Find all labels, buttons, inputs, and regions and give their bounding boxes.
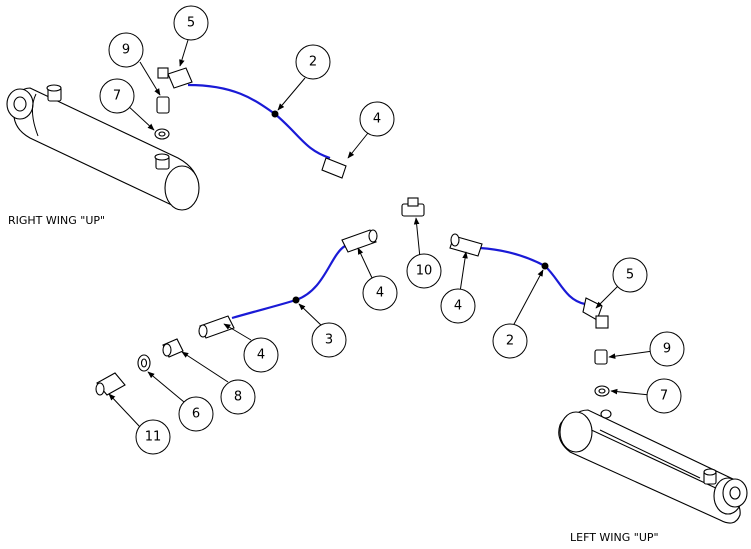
fitting-11 xyxy=(95,372,141,428)
callout-label: 8 xyxy=(234,390,242,405)
fitting-9-right xyxy=(594,349,654,365)
callout-label: 5 xyxy=(626,268,634,283)
callout-label: 3 xyxy=(325,333,333,348)
fitting-9-top xyxy=(139,61,170,114)
left-wing-cylinder xyxy=(558,409,748,524)
callout-4-middle: 4 xyxy=(362,275,398,311)
left-wing-caption: LEFT WING "UP" xyxy=(570,531,659,544)
callout-5-top: 5 xyxy=(173,5,209,41)
right-wing-cylinder xyxy=(6,84,200,211)
callout-label: 4 xyxy=(454,299,462,314)
callout-label: 6 xyxy=(192,407,200,422)
callout-8: 8 xyxy=(220,379,256,415)
callout-7-right: 7 xyxy=(646,378,682,414)
callout-label: 5 xyxy=(187,16,195,31)
tee-fitting xyxy=(401,197,425,259)
callout-label: 11 xyxy=(145,430,162,445)
callout-label: 2 xyxy=(309,55,317,70)
oring-7-top xyxy=(126,104,170,140)
hose-assembly-middle xyxy=(198,229,378,339)
callout-label: 9 xyxy=(122,43,130,58)
callout-label: 4 xyxy=(373,112,381,127)
callout-9-top: 9 xyxy=(108,32,144,68)
callout-11: 11 xyxy=(135,419,171,455)
hose-assembly-top xyxy=(157,67,347,179)
callout-4-right: 4 xyxy=(440,288,476,324)
callout-label: 9 xyxy=(663,342,671,357)
callout-label: 7 xyxy=(660,389,668,404)
callout-label: 10 xyxy=(416,264,433,279)
callout-7-top: 7 xyxy=(99,78,135,114)
callout-2-top: 2 xyxy=(295,44,331,80)
fitting-8 xyxy=(162,338,229,383)
callout-label: 2 xyxy=(506,334,514,349)
callout-10: 10 xyxy=(406,253,442,289)
right-wing-caption: RIGHT WING "UP" xyxy=(8,214,105,227)
hose-assembly-right xyxy=(449,233,609,329)
callout-label: 7 xyxy=(113,89,121,104)
callout-label: 4 xyxy=(257,348,265,363)
callout-2-right: 2 xyxy=(492,323,528,359)
callout-label: 4 xyxy=(376,286,384,301)
oring-7-right xyxy=(594,385,651,397)
callout-3: 3 xyxy=(311,322,347,358)
callout-4-top: 4 xyxy=(359,101,395,137)
callout-6: 6 xyxy=(178,396,214,432)
oring-6 xyxy=(137,354,185,403)
callout-4-lower: 4 xyxy=(243,337,279,373)
callout-9-right: 9 xyxy=(649,331,685,367)
callout-5-right: 5 xyxy=(612,257,648,293)
